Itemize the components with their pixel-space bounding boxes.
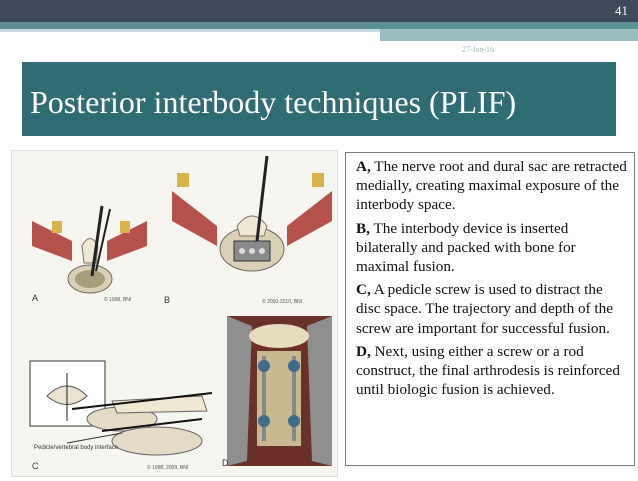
slide-title: Posterior interbody techniques (PLIF)	[30, 84, 517, 120]
para-b-text: The interbody device is inserted bilater…	[356, 219, 576, 276]
panel-b-drawing	[172, 155, 332, 272]
panel-label-d: D	[222, 458, 229, 468]
panel-d-drawing	[227, 316, 332, 466]
para-a-text: The nerve root and dural sac are retract…	[356, 158, 627, 214]
top-band: 41	[0, 0, 638, 22]
para-c-label: C,	[356, 281, 371, 299]
description-para-a: A, The nerve root and dural sac are retr…	[346, 153, 634, 215]
panel-c-drawing	[29, 360, 213, 456]
figure-caption-label: Pedicle/vertebral body interface	[34, 445, 119, 451]
para-c-text: A pedicle screw is used to distract the …	[356, 281, 613, 337]
accent-stripe	[0, 22, 638, 29]
title-bar: Posterior interbody techniques (PLIF)	[22, 62, 616, 136]
description-box: A, The nerve root and dural sac are retr…	[345, 152, 635, 466]
panel-label-c: C	[32, 461, 39, 471]
surgical-illustration: A B C D Pedicle/vertebral body interface…	[11, 150, 338, 477]
description-para-b: B, The interbody device is inserted bila…	[346, 215, 634, 277]
description-para-c: C, A pedicle screw is used to distract t…	[346, 276, 634, 338]
slide-number: 41	[615, 3, 628, 18]
surgical-illustration-svg: A B C D Pedicle/vertebral body interface…	[29, 155, 332, 471]
panel-label-b: B	[164, 295, 170, 305]
accent-block	[380, 29, 638, 41]
panel-a-drawing	[32, 205, 147, 294]
para-a-label: A,	[356, 158, 371, 175]
slide-date: 27-Jan-16	[462, 45, 494, 54]
accent-stripe-light	[0, 29, 380, 32]
para-b-label: B,	[356, 219, 370, 237]
copyright-c: © 1998, 2009, BNI	[147, 464, 188, 471]
copyright-b: © 2000-2010, BNI	[262, 298, 302, 305]
para-d-text: Next, using either a screw or a rod cons…	[356, 342, 621, 399]
description-para-d: D, Next, using either a screw or a rod c…	[346, 338, 634, 400]
panel-label-a: A	[32, 293, 38, 303]
copyright-a: © 1998, BNI	[104, 296, 131, 303]
para-d-label: D,	[356, 342, 371, 360]
